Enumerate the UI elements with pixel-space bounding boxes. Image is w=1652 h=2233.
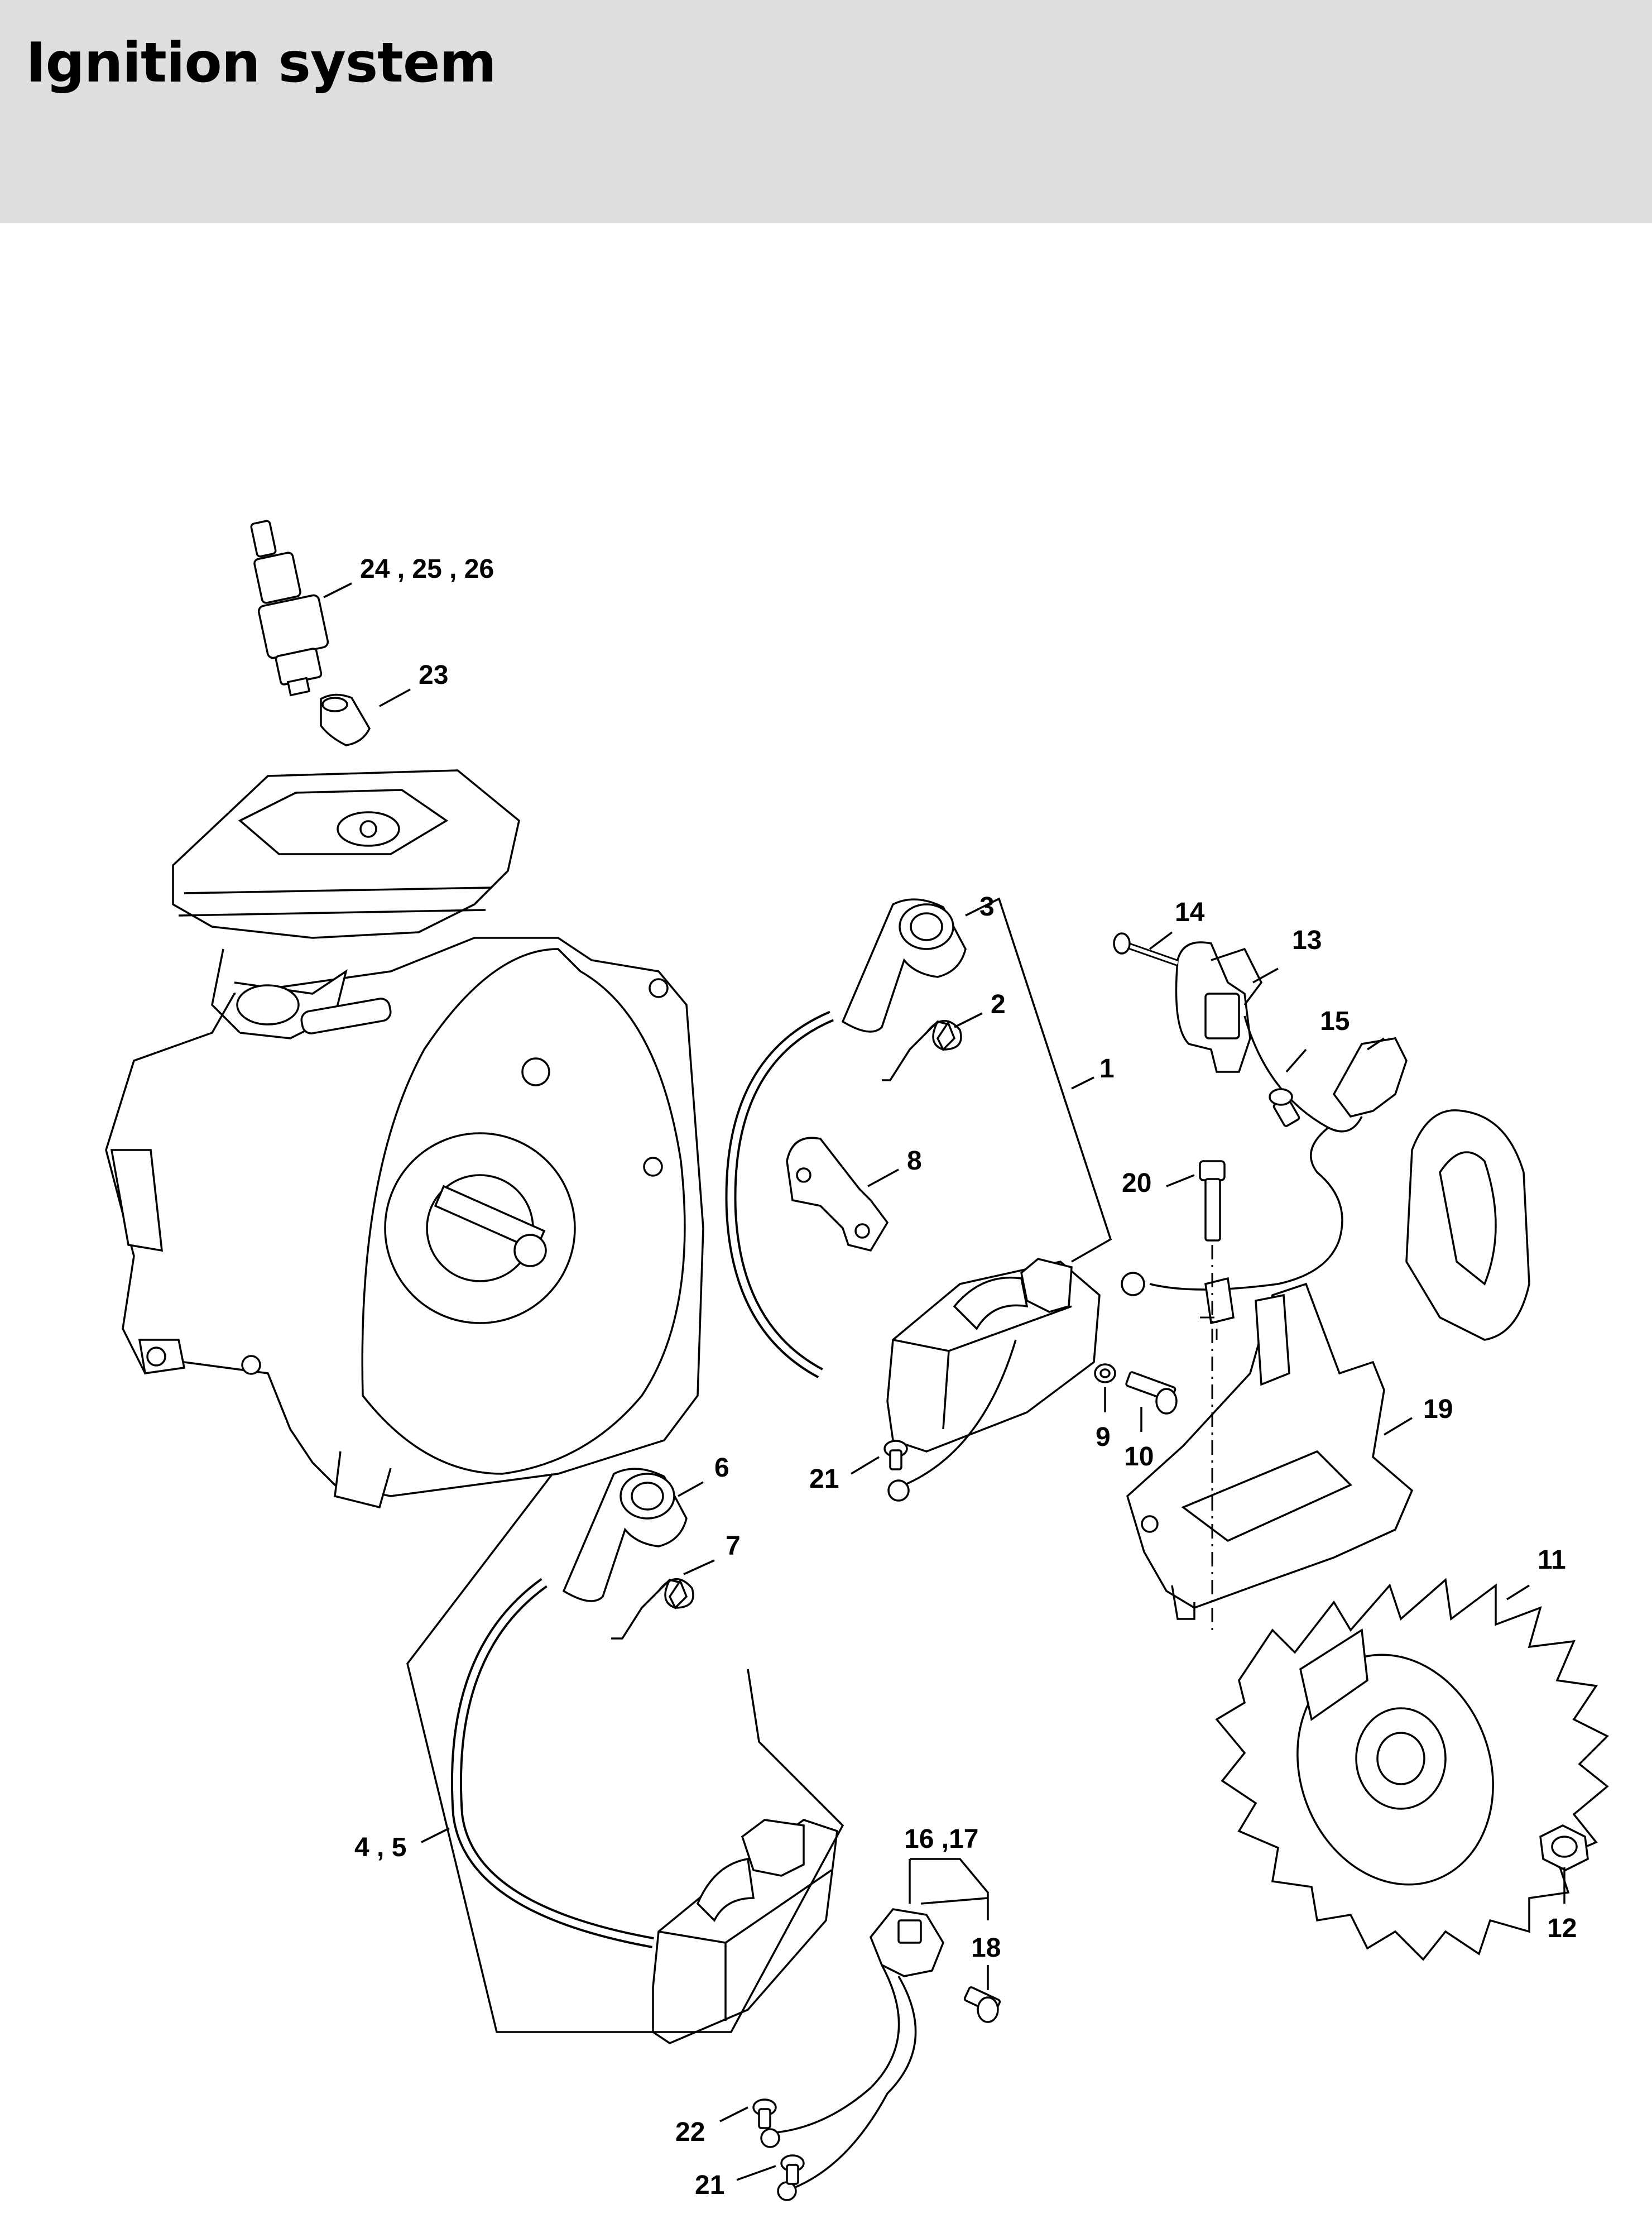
flywheel-11[interactable] [1215, 1578, 1609, 1961]
boot-bushing[interactable] [320, 693, 371, 746]
spark-plug[interactable] [250, 520, 329, 697]
callout-12: 12 [1547, 1914, 1577, 1943]
callouts: 24 , 25 , 26 23 3 2 1 8 14 13 15 20 9 10… [354, 554, 1577, 2200]
callout-11: 11 [1538, 1545, 1566, 1575]
callout-20: 20 [1122, 1168, 1151, 1198]
callout-13: 13 [1292, 926, 1322, 955]
nut-12[interactable] [1539, 1824, 1589, 1871]
screw-10[interactable] [1125, 1371, 1178, 1415]
callout-16-17: 16 ,17 [904, 1824, 978, 1854]
leader-lines [323, 582, 1565, 2181]
short-circuit-wire-assembly[interactable] [1121, 941, 1408, 1296]
callout-6: 6 [714, 1453, 729, 1483]
callout-21-lower: 21 [695, 2170, 724, 2200]
ignition-module-4-5[interactable] [450, 1468, 838, 2044]
screw-21-upper[interactable] [883, 1440, 908, 1470]
housing-cover [1405, 1109, 1530, 1341]
callout-24-25-26: 24 , 25 , 26 [360, 554, 494, 584]
screw-21-lower[interactable] [780, 2154, 805, 2185]
bracket-8[interactable] [786, 1137, 889, 1252]
screw-22[interactable] [752, 2098, 777, 2129]
callout-1: 1 [1099, 1054, 1115, 1084]
callout-4-5: 4 , 5 [354, 1833, 406, 1862]
screw-18[interactable] [963, 1986, 1001, 2023]
spring-7[interactable] [611, 1578, 694, 1640]
tank-housing-19 [1126, 1277, 1414, 1620]
spring-2[interactable] [882, 1020, 962, 1081]
screw-14[interactable] [1113, 932, 1179, 966]
callout-18: 18 [971, 1933, 1001, 1963]
callout-23: 23 [419, 660, 448, 690]
callout-7: 7 [726, 1531, 741, 1561]
callout-22: 22 [675, 2117, 705, 2147]
callout-14: 14 [1175, 898, 1205, 927]
short-circuit-wire-16-17[interactable] [760, 1908, 944, 2201]
engine-crankcase [105, 769, 704, 1509]
callout-3: 3 [979, 892, 995, 922]
assembly-lines [1200, 1245, 1218, 1630]
callout-2: 2 [991, 990, 1006, 1019]
header-band: Ignition system [0, 0, 1652, 223]
callout-21-upper: 21 [809, 1464, 839, 1494]
callout-15: 15 [1320, 1007, 1350, 1036]
ignition-module-1[interactable] [725, 898, 1101, 1502]
callout-9: 9 [1096, 1422, 1111, 1452]
screw-15[interactable] [1269, 1088, 1300, 1127]
callout-8: 8 [907, 1146, 922, 1176]
washer-9[interactable] [1094, 1363, 1116, 1383]
screw-20[interactable] [1199, 1160, 1226, 1242]
callout-19: 19 [1423, 1395, 1453, 1424]
page-title: Ignition system [26, 31, 497, 95]
callout-10: 10 [1124, 1442, 1154, 1472]
